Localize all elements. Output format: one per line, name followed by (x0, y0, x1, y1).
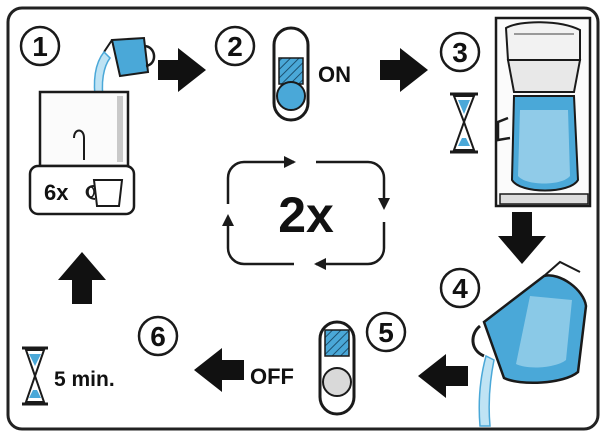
arrow-2-to-3 (380, 48, 428, 92)
cup-icon (85, 179, 124, 207)
step-5-number: 5 (378, 317, 394, 348)
arrow-1-to-2 (158, 48, 206, 92)
arrow-5-to-6 (194, 348, 244, 392)
switch-on-label: ON (318, 62, 351, 87)
arrow-4-to-5 (418, 354, 468, 398)
step-6: 6 5 min. (22, 315, 179, 406)
loop-gap-top (294, 150, 316, 170)
wait-time-label: 5 min. (54, 368, 115, 391)
step-1-number: 1 (32, 31, 48, 62)
loop-gap-right (374, 204, 394, 222)
step-2: 2 ON (214, 25, 351, 122)
step-5-circle (365, 311, 407, 353)
loop-gap-bottom (294, 256, 316, 276)
step-6-circle (137, 315, 179, 357)
step-4-circle (439, 267, 481, 309)
power-switch-on-icon (272, 26, 310, 122)
loop-arrow-top (284, 156, 296, 168)
step-3-number: 3 (452, 37, 468, 68)
step-6-number: 6 (150, 321, 166, 352)
loop-arrow-bottom (314, 258, 326, 270)
water-stream-4 (478, 354, 495, 427)
water-tank-icon (38, 90, 130, 168)
coffee-machine-icon (494, 16, 592, 208)
step-1: 1 6x (19, 25, 156, 216)
step-1-circle (19, 25, 61, 67)
loop-gap-left (218, 204, 238, 222)
carafe-pouring-icon (471, 260, 588, 384)
loop-arrow-left (222, 214, 234, 226)
repeat-count: 2x (278, 187, 334, 243)
loop-arrow-right (378, 198, 390, 210)
step-2-number: 2 (227, 31, 243, 62)
pitcher-icon (103, 36, 156, 78)
step-3: 3 (439, 16, 592, 208)
step-2-circle (214, 25, 256, 67)
arrow-6-to-1 (58, 252, 106, 304)
hourglass-icon (450, 92, 478, 154)
step-4: 4 (439, 260, 588, 427)
switch-off-label: OFF (250, 364, 294, 389)
step-5: 5 OFF (250, 311, 407, 416)
repeat-cycle: 2x (218, 150, 394, 276)
power-switch-off-icon (318, 320, 356, 416)
step-4-number: 4 (452, 273, 468, 304)
hourglass-icon (22, 346, 48, 406)
arrow-3-to-4 (498, 212, 546, 264)
step-3-circle (439, 31, 481, 73)
cup-count-label: 6x (44, 180, 69, 205)
